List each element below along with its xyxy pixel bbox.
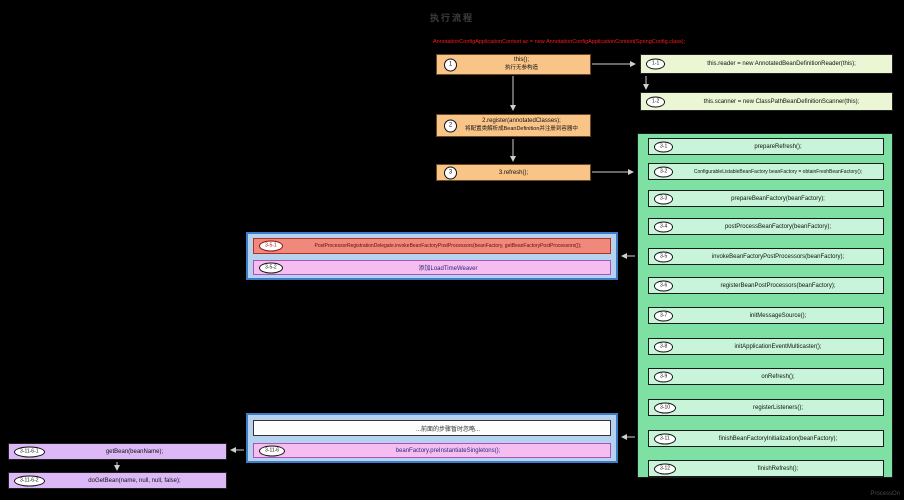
step-label: finishBeanFactoryInitialization(beanFact… bbox=[718, 435, 838, 442]
node-this-constructor[interactable]: 1 this(); 执行无参构造 bbox=[436, 54, 591, 75]
node-scanner[interactable]: 1-2 this.scanner = new ClassPathBeanDefi… bbox=[640, 92, 893, 111]
step-number-badge: 2 bbox=[444, 119, 457, 132]
node-refresh[interactable]: 3 3.refresh(); bbox=[436, 164, 591, 181]
refresh-step-3-7[interactable]: 3-7 initMessageSource(); bbox=[648, 307, 884, 324]
refresh-step-3-1[interactable]: 3-1 prepareRefresh(); bbox=[648, 138, 884, 155]
preinstantiate-detail-container[interactable]: ...前面的步骤暂时忽略... 3-11-6 beanFactory.preIn… bbox=[246, 413, 618, 463]
step-id-badge: 3-5-1 bbox=[259, 240, 283, 252]
step-id-badge: 3-5 bbox=[654, 251, 674, 262]
refresh-step-3-4[interactable]: 3-4 postProcessBeanFactory(beanFactory); bbox=[648, 218, 884, 235]
node-label-line2: 将配置类解析成BeanDefinition并注册到容器中 bbox=[465, 125, 578, 132]
node-postprocessor-delegate[interactable]: 3-5-1 PostProcessorRegistrationDelegate.… bbox=[253, 238, 611, 254]
refresh-step-3-3[interactable]: 3-3 prepareBeanFactory(beanFactory); bbox=[648, 190, 884, 207]
step-label: registerListeners(); bbox=[752, 404, 803, 411]
refresh-step-3-9[interactable]: 3-9 onRefresh(); bbox=[648, 368, 884, 385]
watermark: ProcessOn bbox=[870, 491, 900, 497]
step-id-badge: 3-10 bbox=[654, 402, 677, 413]
step-label: onRefresh(); bbox=[761, 373, 795, 380]
node-label-line1: 2.register(annotatedClasses); bbox=[482, 118, 561, 125]
step-id-badge: 3-12 bbox=[654, 463, 677, 474]
refresh-step-3-5[interactable]: 3-5 invokeBeanFactoryPostProcessors(bean… bbox=[648, 248, 884, 265]
step-label: prepareBeanFactory(beanFactory); bbox=[731, 195, 825, 202]
step-id-badge: 3-2 bbox=[654, 166, 674, 177]
step-id-badge: 1-2 bbox=[646, 96, 666, 107]
node-preinstantiate-singletons[interactable]: 3-11-6 beanFactory.preInstantiateSinglet… bbox=[253, 443, 611, 458]
entry-code-line: AnnotationConfigApplicationContext ac = … bbox=[433, 39, 686, 45]
step-label: prepareRefresh(); bbox=[754, 143, 802, 150]
node-label-line2: 执行无参构造 bbox=[504, 64, 538, 71]
node-label: getBean(beanName); bbox=[105, 448, 164, 455]
step-label: initApplicationEventMulticaster(); bbox=[734, 343, 822, 350]
refresh-step-3-12[interactable]: 3-12 finishRefresh(); bbox=[648, 460, 884, 477]
refresh-step-3-6[interactable]: 3-6 registerBeanPostProcessors(beanFacto… bbox=[648, 277, 884, 294]
step-id-badge: 3-8 bbox=[654, 341, 674, 352]
node-loadtimeweaver[interactable]: 3-5-2 添加LoadTimeWeaver bbox=[253, 260, 611, 275]
step-id-badge: 3-3 bbox=[654, 193, 674, 204]
step-label: registerBeanPostProcessors(beanFactory); bbox=[720, 282, 836, 289]
node-reader[interactable]: 1-1 this.reader = new AnnotatedBeanDefin… bbox=[640, 54, 893, 74]
step-id-badge: 3-6 bbox=[654, 280, 674, 291]
refresh-step-3-11[interactable]: 3-11 finishBeanFactoryInitialization(bea… bbox=[648, 430, 884, 447]
step-id-badge: 3-7 bbox=[654, 310, 674, 321]
step-number-badge: 3 bbox=[444, 166, 457, 179]
step-id-badge: 3-11-6-2 bbox=[14, 475, 45, 486]
step-number-badge: 1 bbox=[444, 58, 457, 71]
page-title: 执行流程 bbox=[429, 13, 474, 23]
step-label: finishRefresh(); bbox=[757, 465, 799, 472]
step-id-badge: 3-9 bbox=[654, 371, 674, 382]
refresh-step-3-8[interactable]: 3-8 initApplicationEventMulticaster(); bbox=[648, 338, 884, 355]
step-id-badge: 1-1 bbox=[646, 58, 666, 70]
node-dogetbean[interactable]: 3-11-6-2 doGetBean(name, null, null, fal… bbox=[8, 472, 227, 489]
step-id-badge: 3-11-6 bbox=[259, 445, 286, 456]
step-id-badge: 3-5-2 bbox=[259, 262, 283, 273]
node-label: doGetBean(name, null, null, false); bbox=[88, 477, 181, 484]
node-label-line1: this(); bbox=[513, 57, 529, 64]
node-label: this(); 执行无参构造 bbox=[483, 57, 544, 71]
refresh-step-3-10[interactable]: 3-10 registerListeners(); bbox=[648, 399, 884, 416]
step-id-badge: 3-11 bbox=[654, 433, 676, 444]
node-getbean[interactable]: 3-11-6-1 getBean(beanName); bbox=[8, 443, 227, 460]
step-label: invokeBeanFactoryPostProcessors(beanFact… bbox=[711, 253, 845, 260]
node-label: PostProcessorRegistrationDelegate.invoke… bbox=[314, 243, 582, 249]
node-label: 2.register(annotatedClasses); 将配置类解析成Bea… bbox=[443, 118, 584, 132]
refresh-steps-container[interactable]: 3-1 prepareRefresh(); 3-2 ConfigurableLi… bbox=[637, 133, 893, 478]
step-label: initMessageSource(); bbox=[749, 312, 807, 319]
node-label: ...前面的步骤暂时忽略... bbox=[415, 426, 480, 433]
node-label: this.reader = new AnnotatedBeanDefinitio… bbox=[707, 61, 856, 67]
step-id-badge: 3-4 bbox=[654, 221, 674, 232]
node-register-classes[interactable]: 2 2.register(annotatedClasses); 将配置类解析成B… bbox=[436, 114, 591, 137]
refresh-step-3-2[interactable]: 3-2 ConfigurableListableBeanFactory bean… bbox=[648, 163, 884, 180]
node-skipped-steps[interactable]: ...前面的步骤暂时忽略... bbox=[253, 420, 611, 436]
node-label: 添加LoadTimeWeaver bbox=[418, 266, 478, 272]
step-label: ConfigurableListableBeanFactory beanFact… bbox=[693, 168, 863, 175]
node-label: 3.refresh(); bbox=[498, 169, 529, 176]
step-label: postProcessBeanFactory(beanFactory); bbox=[724, 223, 832, 230]
node-label: this.scanner = new ClassPathBeanDefiniti… bbox=[703, 98, 860, 105]
step-id-badge: 3-11-6-1 bbox=[14, 446, 45, 457]
invoke-postprocessors-detail-container[interactable]: 3-5-1 PostProcessorRegistrationDelegate.… bbox=[246, 232, 618, 280]
step-id-badge: 3-1 bbox=[654, 141, 674, 152]
node-label: beanFactory.preInstantiateSingletons(); bbox=[395, 447, 501, 454]
